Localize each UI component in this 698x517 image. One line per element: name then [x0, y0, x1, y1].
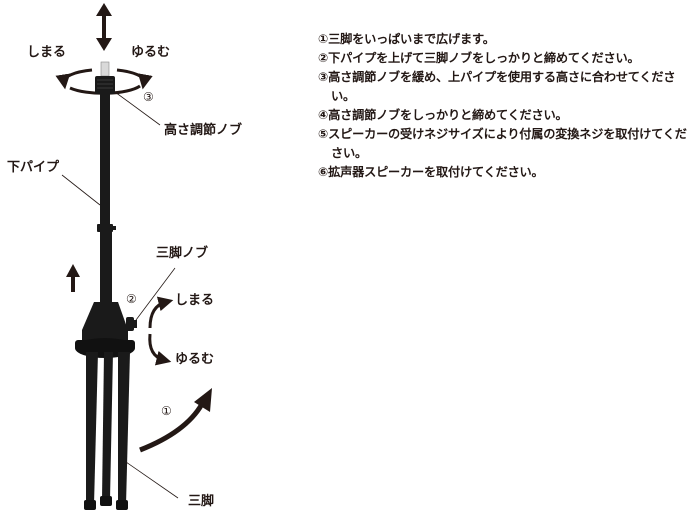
curved-arrow-open-icon	[139, 388, 212, 453]
label-tripod-knob: 三脚ノブ	[156, 246, 209, 261]
double-arrow-vertical-icon	[96, 3, 112, 51]
instruction-list: ①三脚をいっぱいまで広げます。 ②下パイプを上げて三脚ノブをしっかりと締めてくだ…	[318, 30, 692, 182]
instruction-step: ⑥拡声器スピーカーを取付けてください。	[318, 165, 544, 179]
instruction-step: ⑤スピーカーの受けネジサイズにより付属の変換ネジを取付けてください。	[318, 127, 687, 160]
label-loosen-top: ゆるむ	[131, 45, 171, 60]
label-tripod: 三脚	[188, 494, 215, 509]
label-tighten-mid: しまる	[175, 293, 215, 308]
label-height-knob: 高さ調節ノブ	[164, 123, 243, 138]
curved-arrow-tighten-icon	[148, 296, 174, 329]
instruction-step: ③高さ調節ノブを緩め、上パイプを使用する高さに合わせてください。	[318, 70, 676, 103]
instruction-step: ④高さ調節ノブをしっかりと締めてください。	[318, 108, 568, 122]
label-num1: ①	[161, 404, 172, 418]
instruction-step: ①三脚をいっぱいまで広げます。	[318, 32, 495, 46]
stand-body	[75, 61, 137, 510]
label-tighten-top: しまる	[27, 45, 67, 60]
label-num3: ③	[143, 90, 154, 104]
instruction-step: ②下パイプを上げて三脚ノブをしっかりと締めてください。	[318, 51, 640, 65]
label-num2: ②	[126, 292, 137, 306]
arrow-up-icon	[66, 264, 80, 292]
curved-arrow-loosen-icon	[148, 333, 172, 366]
leader-lines	[61, 91, 179, 499]
label-loosen-mid: ゆるむ	[175, 352, 215, 367]
label-lower-pipe: 下パイプ	[7, 160, 60, 175]
tripod-stand-illustration	[55, 3, 212, 510]
